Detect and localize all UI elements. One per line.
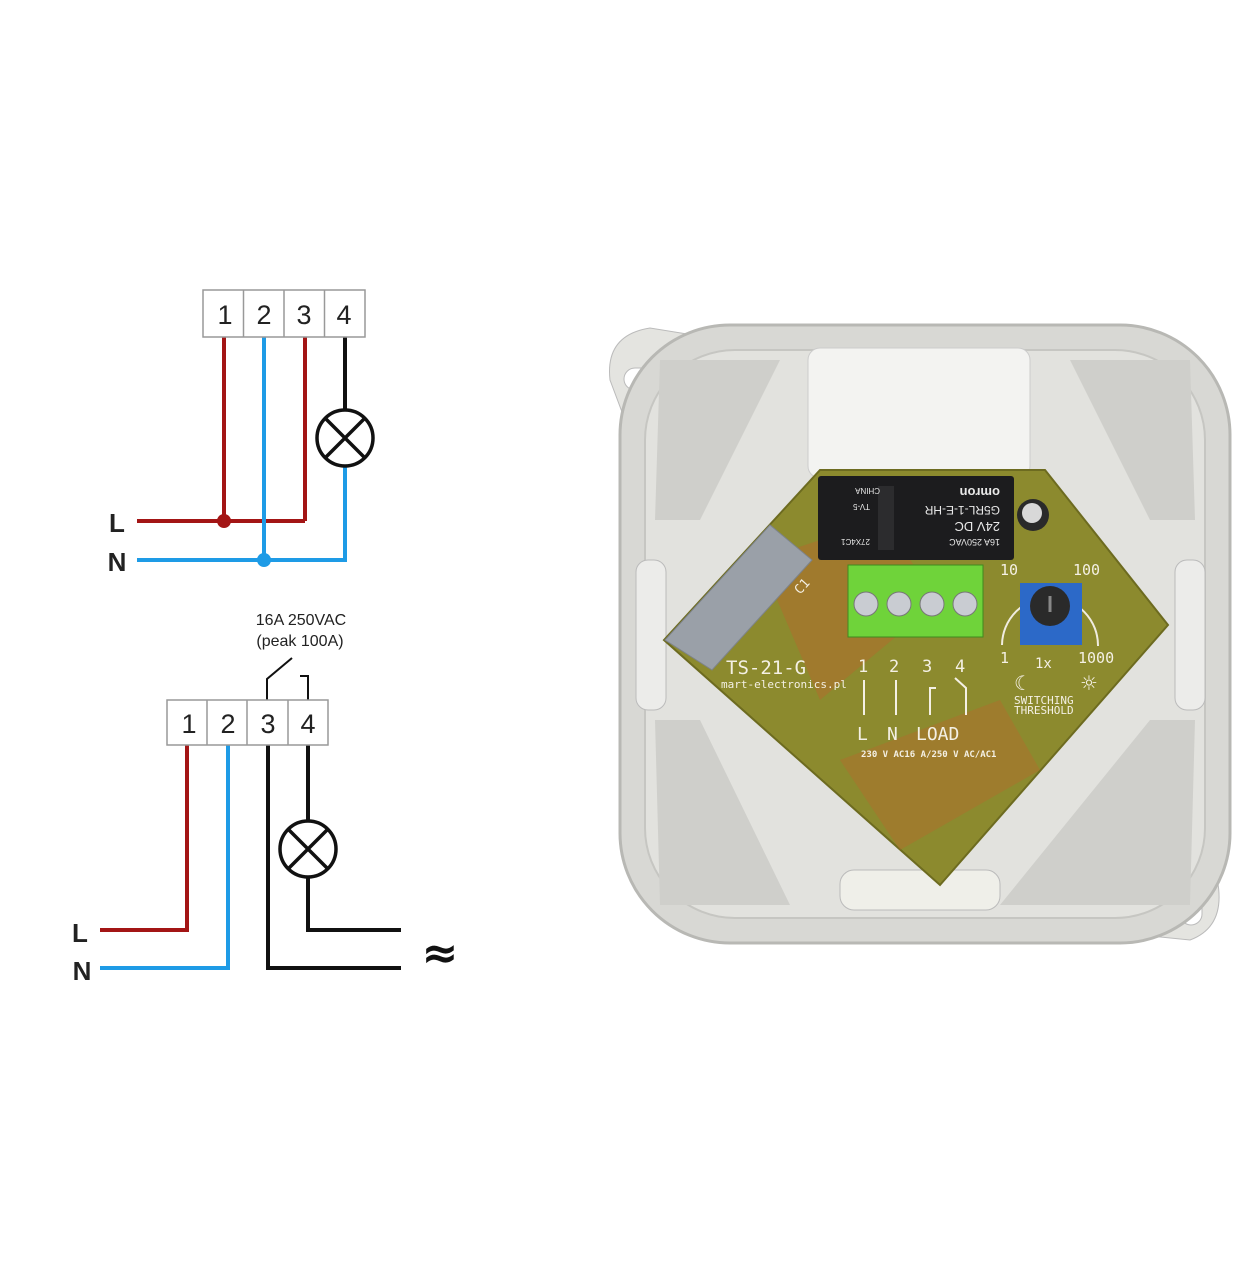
relay-model: G5RL-1-E-HR	[924, 503, 1000, 517]
relay: 16A 250VAC 24V DC G5RL-1-E-HR omron CHIN…	[818, 476, 1014, 560]
junction-dot-live	[217, 514, 231, 528]
website-label: mart-electronics.pl	[721, 678, 847, 691]
capacitor-c1	[664, 524, 813, 671]
screw-terminal-block	[847, 564, 984, 638]
board-terminal-3: 3	[922, 657, 932, 677]
sun-icon: ☼	[1080, 671, 1098, 695]
neutral-label: N	[73, 956, 92, 986]
terminal-2: 2	[220, 709, 235, 739]
terminal-4: 4	[300, 709, 315, 739]
diagram-bottom: 16A 250VAC (peak 100A) 1 2 3 4 L N ≈	[72, 612, 458, 986]
terminal-block: 1 2 3 4	[166, 699, 329, 746]
device-photo: C1 16A 250VAC 24V DC G5RL-1-E-HR omron C…	[609, 323, 1232, 945]
terminal-1: 1	[217, 300, 232, 330]
board-terminal-4: 4	[955, 657, 965, 677]
relay-code: 27X4C1	[841, 537, 870, 546]
lamp-icon	[315, 408, 375, 468]
transformer	[807, 347, 1031, 479]
relay-rating: 16A 250VAC	[949, 537, 1000, 547]
relay-brand: omron	[960, 485, 1001, 500]
dial-label-100: 100	[1073, 561, 1100, 579]
threshold-label-2: THRESHOLD	[1014, 704, 1074, 717]
terminal-3: 3	[296, 300, 311, 330]
relay-cert: TV-5	[853, 502, 870, 511]
relay-origin: CHINA	[854, 486, 880, 495]
board-label-n: N	[887, 724, 898, 745]
relay-coil: 24V DC	[954, 519, 1000, 534]
contact-peak: (peak 100A)	[256, 633, 343, 650]
threshold-potentiometer[interactable]	[1001, 583, 1100, 647]
model-label: TS-21-G	[726, 657, 806, 679]
wires	[100, 745, 401, 970]
board-rating: 230 V AC16 A/250 V AC/AC1	[861, 750, 996, 760]
relay-contact-icon	[266, 657, 309, 700]
board-terminal-1: 1	[858, 657, 868, 677]
terminal-2: 2	[256, 300, 271, 330]
contact-rating: 16A 250VAC	[256, 612, 346, 629]
threshold-label-1: SWITCHING	[1014, 694, 1074, 707]
board-label-l: L	[857, 724, 868, 745]
lamp-icon	[278, 819, 338, 879]
terminal-block: 1 2 3 4	[202, 289, 366, 338]
wires	[137, 337, 347, 562]
line-label: L	[109, 508, 125, 538]
board-label-load: LOAD	[916, 724, 959, 745]
terminal-1: 1	[181, 709, 196, 739]
board-terminal-2: 2	[889, 657, 899, 677]
dial-label-1000: 1000	[1078, 649, 1114, 667]
junction-dot-neutral	[257, 553, 271, 567]
moon-icon: ☾	[1014, 671, 1032, 695]
ac-symbol: ≈	[422, 928, 459, 979]
terminal-4: 4	[336, 300, 351, 330]
dial-label-10: 10	[1000, 561, 1018, 579]
terminal-3: 3	[260, 709, 275, 739]
dial-label-1x: 1x	[1035, 656, 1052, 672]
diagram-top: 1 2 3 4 L N	[108, 289, 375, 577]
neutral-label: N	[108, 547, 127, 577]
dial-label-1: 1	[1000, 649, 1009, 667]
line-label: L	[72, 918, 88, 948]
